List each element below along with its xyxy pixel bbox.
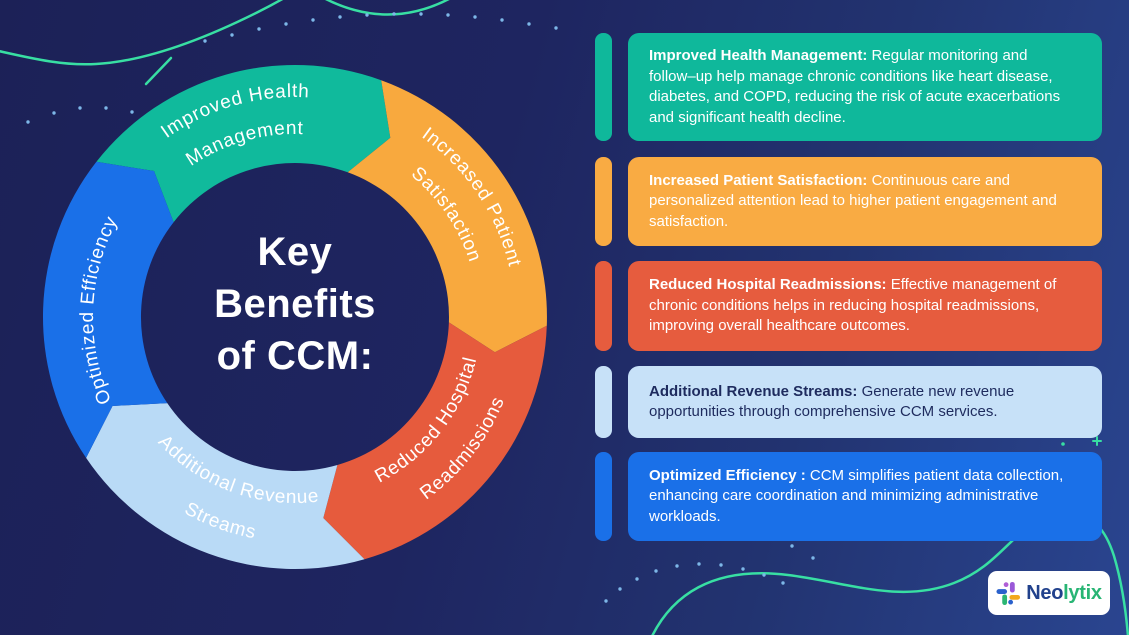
page-title: Key Benefits of CCM:	[135, 226, 455, 382]
card-additional-revenue-streams: Additional Revenue Streams: Generate new…	[628, 366, 1102, 438]
segment-increased-patient-satisfaction	[347, 80, 547, 353]
wave-curve-top-left	[0, 0, 284, 66]
diagonal-line-top	[144, 56, 173, 86]
circle-arc-top	[325, 0, 450, 16]
card-body-5: CCM simplifies patient data collection, …	[649, 466, 1064, 525]
segment-reduced-hospital-readmissions	[323, 322, 547, 560]
logo-text-neo: Neo	[1026, 581, 1064, 604]
card-text-3: Reduced Hospital Readmissions: Effective…	[649, 275, 1074, 337]
donut-chart: Improved Health Management Increased Pat…	[42, 64, 547, 569]
accent-bar-5	[595, 452, 612, 541]
card-optimized-efficiency: Optimized Efficiency : CCM simplifies pa…	[628, 452, 1102, 541]
benefit-row-4: Additional Revenue Streams: Generate new…	[595, 366, 1102, 438]
card-text-1: Improved Health Management: Regular moni…	[649, 46, 1074, 128]
accent-bar-3	[595, 261, 612, 351]
card-title-4: Additional Revenue Streams:	[649, 382, 858, 400]
card-body-1: Regular monitoring and follow–up help ma…	[649, 47, 1061, 126]
card-text-4: Additional Revenue Streams: Generate new…	[649, 382, 1074, 423]
card-reduced-hospital-readmissions: Reduced Hospital Readmissions: Effective…	[628, 261, 1102, 351]
title-line-2: Benefits	[214, 282, 376, 326]
teal-dot	[1061, 442, 1065, 446]
accent-bar-4	[595, 366, 612, 438]
segment-optimized-efficiency	[42, 161, 174, 458]
neolytix-logo-icon	[996, 581, 1021, 605]
logo-text-lytix: lytix	[1063, 581, 1102, 604]
plus-mark	[1092, 436, 1102, 446]
benefit-row-3: Reduced Hospital Readmissions: Effective…	[595, 261, 1102, 351]
card-title-2: Increased Patient Satisfaction:	[649, 171, 868, 189]
card-body-4: Generate new revenue opportunities throu…	[649, 382, 1015, 421]
accent-bar-1	[595, 33, 612, 141]
card-body-2: Continuous care and personalized attenti…	[649, 171, 1057, 230]
segment-additional-revenue-streams	[86, 403, 365, 569]
card-text-5: Optimized Efficiency : CCM simplifies pa…	[649, 466, 1074, 528]
title-line-3: of CCM:	[216, 334, 374, 378]
card-title-5: Optimized Efficiency :	[649, 466, 806, 484]
title-line-1: Key	[257, 230, 333, 274]
card-improved-health-management: Improved Health Management: Regular moni…	[628, 33, 1102, 141]
neolytix-logo: Neolytix	[988, 571, 1110, 615]
neolytix-logo-text: Neolytix	[1026, 581, 1102, 605]
segment-improved-health-management	[96, 64, 391, 223]
accent-bar-2	[595, 157, 612, 246]
card-text-2: Increased Patient Satisfaction: Continuo…	[649, 171, 1074, 233]
card-increased-patient-satisfaction: Increased Patient Satisfaction: Continuo…	[628, 157, 1102, 246]
benefit-row-5: Optimized Efficiency : CCM simplifies pa…	[595, 452, 1102, 541]
wave-curve-bottom-right	[651, 513, 1129, 635]
card-body-3: Effective management of chronic conditio…	[649, 276, 1057, 335]
benefit-row-1: Improved Health Management: Regular moni…	[595, 33, 1102, 141]
card-title-3: Reduced Hospital Readmissions:	[649, 276, 887, 294]
card-title-1: Improved Health Management:	[649, 47, 868, 64]
benefit-row-2: Increased Patient Satisfaction: Continuo…	[595, 157, 1102, 246]
